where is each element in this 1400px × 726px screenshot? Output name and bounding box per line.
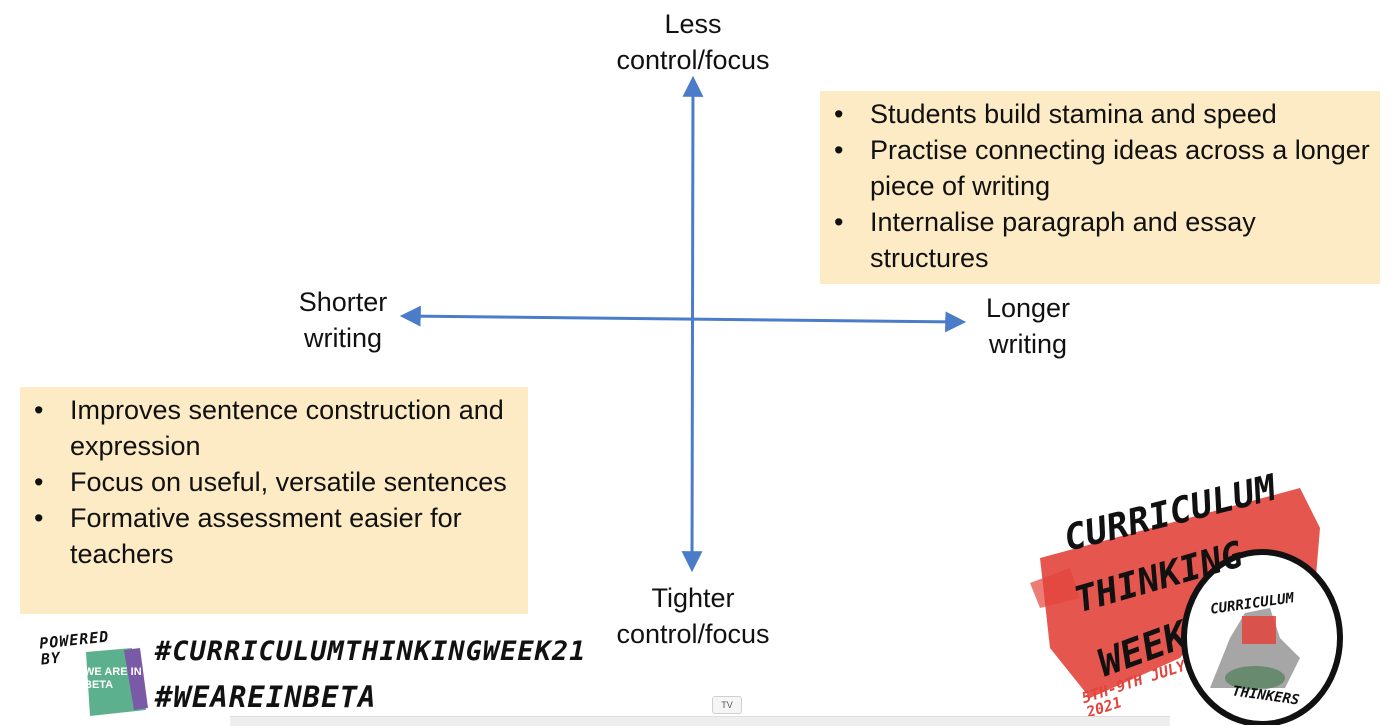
tv-badge[interactable]: TV: [712, 696, 742, 714]
axis-label-bottom: Tighter control/focus: [616, 583, 770, 649]
list-item: Improves sentence construction and expre…: [20, 392, 528, 464]
list-item: Internalise paragraph and essay structur…: [820, 204, 1380, 276]
axis-label-right: Longer writing: [985, 293, 1071, 359]
shorter-writing-benefits-box: Improves sentence construction and expre…: [20, 387, 528, 614]
we-are-in-beta-logo-icon: [86, 648, 148, 716]
hashtag-we-are-in-beta: #WEAREINBETA: [155, 680, 377, 714]
list-item: Focus on useful, versatile sentences: [20, 464, 528, 500]
list-item: Students build stamina and speed: [820, 96, 1380, 132]
axis-label-left: Shorter writing: [298, 287, 388, 353]
horizontal-axis-arrow: [399, 305, 967, 333]
list-item: Formative assessment easier for teachers: [20, 500, 528, 572]
list-item: Practise connecting ideas across a longe…: [820, 132, 1380, 204]
curriculum-thinking-week-logo-icon: [1030, 488, 1343, 725]
player-bottom-bar: [230, 716, 1170, 726]
hashtag-curriculum-thinking-week: #CURRICULUMTHINKINGWEEK21: [155, 636, 587, 667]
beta-logo-text: WE ARE IN BETA: [84, 666, 142, 691]
longer-writing-benefits-box: Students build stamina and speed Practis…: [820, 91, 1380, 284]
axis-label-top: Less control/focus: [616, 9, 770, 75]
vertical-axis-arrow: [681, 75, 704, 573]
